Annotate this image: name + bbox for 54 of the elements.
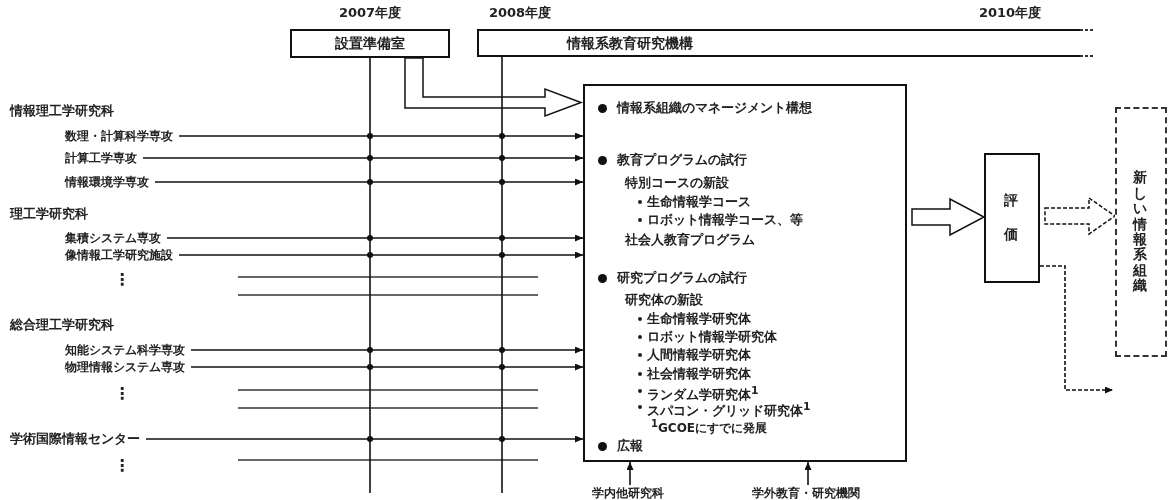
heading-text: 教育プログラムの試行	[617, 152, 747, 168]
department-label: 集積システム専攻	[65, 230, 161, 246]
year-label: 2008年度	[488, 4, 552, 22]
arrow	[145, 435, 584, 443]
list-item-text: 生命情報学研究体	[647, 311, 751, 327]
future-organization-box: 新しい情報系組織	[1115, 107, 1167, 357]
source-label: 学外教育・研究機関	[752, 485, 860, 500]
heading-text: 広報	[617, 438, 643, 454]
arrow	[154, 178, 584, 186]
arrow	[142, 154, 584, 162]
list-item-text: ロボット情報学コース、等	[647, 212, 803, 228]
arrow	[178, 251, 584, 259]
year-label: 2010年度	[978, 4, 1042, 22]
department-label: 数理・計算科学専攻	[65, 128, 173, 144]
department-label: 情報環境学専攻	[65, 174, 149, 190]
list-item-text: 人間情報学研究体	[647, 347, 751, 363]
evaluation-box: 評価	[984, 153, 1040, 283]
ellipsis-mark: ⋮	[114, 270, 130, 289]
arrow	[190, 346, 584, 354]
graduate-school-label: 総合理工学研究科	[10, 316, 114, 334]
graduate-school-label: 情報理工学研究科	[10, 102, 114, 120]
block-arrow	[404, 57, 584, 118]
department-label: 物理情報システム専攻	[65, 359, 185, 375]
arrow	[166, 234, 584, 242]
subheading-text: 特別コースの新設	[625, 175, 729, 191]
process-box: 設置準備室	[290, 29, 450, 58]
ellipsis-mark: ⋮	[114, 456, 130, 475]
department-label: 像情報工学研究施設	[65, 247, 173, 263]
content-box	[583, 84, 907, 462]
department-label: 知能システム科学専攻	[65, 342, 185, 358]
heading-text: 情報系組織のマネージメント構想	[617, 100, 812, 116]
center-label: 学術国際情報センター	[10, 431, 140, 447]
arrow	[804, 461, 812, 486]
subheading-text: 研究体の新設	[625, 292, 703, 308]
arrow	[178, 132, 584, 140]
subheading-text: 社会人教育プログラム	[625, 232, 755, 248]
list-item-text: 社会情報学研究体	[647, 366, 751, 382]
heading-text: 研究プログラムの試行	[617, 270, 747, 286]
block-arrow	[911, 197, 986, 237]
arrow	[626, 461, 634, 486]
block-arrow	[1044, 196, 1117, 236]
list-item-text: ロボット情報学研究体	[647, 329, 777, 345]
connector-line	[501, 56, 503, 494]
list-item-text: 生命情報学コース	[647, 194, 751, 210]
year-label: 2007年度	[338, 4, 402, 22]
organization-band: 情報系教育研究機構	[477, 29, 1080, 57]
ellipsis-mark: ⋮	[114, 384, 130, 403]
graduate-school-label: 理工学研究科	[10, 205, 88, 223]
arrow	[1039, 265, 1114, 394]
connector-line	[369, 57, 371, 494]
footnote-text: $^{1}$GCOEにすでに発展	[651, 417, 768, 435]
source-label: 学内他研究科	[592, 485, 664, 500]
department-label: 計算工学専攻	[65, 150, 137, 166]
arrow	[190, 363, 584, 371]
